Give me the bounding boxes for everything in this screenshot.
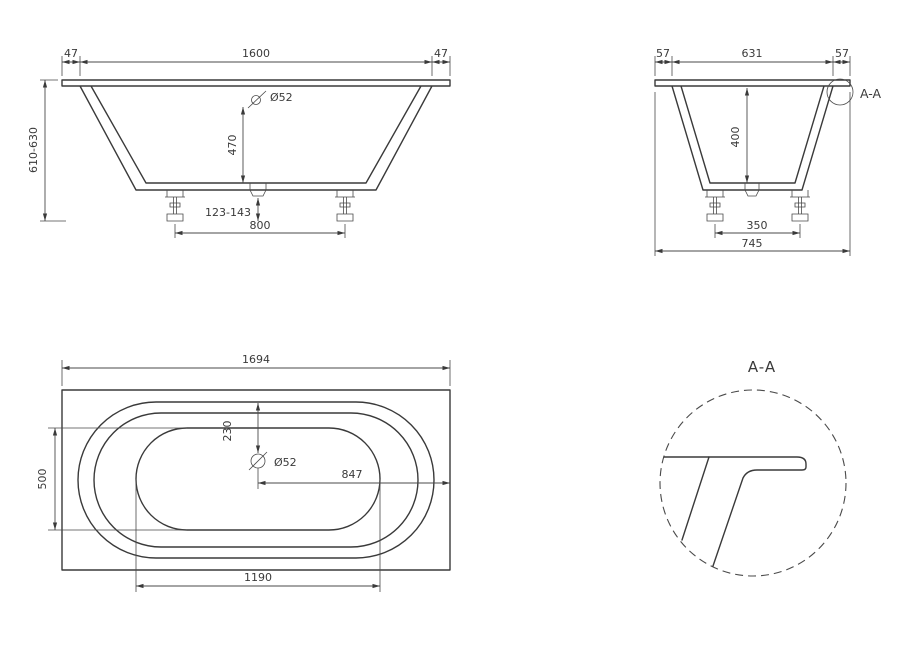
- foot-shape: [165, 190, 185, 222]
- depth-dim-label: 400: [729, 127, 742, 148]
- feet-spacing-dim-label: 800: [250, 219, 271, 232]
- drain-diameter-label: Ø52: [270, 91, 293, 104]
- depth-dim-label: 470: [226, 135, 239, 156]
- side-elevation-view: 47 1600 47 610-630 470 Ø52 123-143 800: [27, 47, 451, 238]
- tub-outer-rectangle: [61, 389, 451, 571]
- adjustable-foot: [790, 190, 810, 222]
- section-marker-label: A-A: [860, 86, 882, 101]
- detail-boundary-circle: [659, 389, 847, 577]
- drain-to-edge-dim-label: 847: [342, 468, 363, 481]
- foot-shape: [790, 190, 810, 222]
- drain-diameter-label: Ø52: [274, 456, 297, 469]
- feet-spacing-dim-label: 350: [747, 219, 768, 232]
- overall-height-dim-label: 610-630: [27, 127, 40, 173]
- tub-side-outline: [61, 79, 451, 191]
- plan-view: 1694 230 Ø52 847 500 1190: [36, 353, 451, 592]
- rim-right-dim-label: 57: [835, 47, 849, 60]
- adjustable-foot: [705, 190, 725, 222]
- adjustable-foot: [165, 190, 185, 222]
- overflow-leader-line: [247, 90, 267, 109]
- drain-slash-line: [248, 451, 268, 471]
- rim-profile-wall-line: [681, 456, 710, 541]
- drain-offset-dim-label: 230: [221, 421, 234, 442]
- adjustable-foot: [335, 190, 355, 222]
- section-detail-circle: [826, 78, 854, 106]
- rim-right-dim-label: 47: [434, 47, 448, 60]
- rim-inner-oval: [93, 412, 419, 548]
- inner-width-dim-label: 631: [742, 47, 763, 60]
- section-detail-view: A-A: [659, 358, 847, 577]
- tub-end-outline: [654, 79, 851, 191]
- basin-width-dim-label: 500: [36, 469, 49, 490]
- section-detail-title: A-A: [748, 358, 776, 376]
- rim-profile-outline: [663, 456, 807, 567]
- drain-notch: [249, 183, 267, 197]
- overall-length-dim-label: 1694: [242, 353, 270, 366]
- extension-lines: [48, 360, 451, 592]
- end-elevation-view: 57 631 57 A-A 400 350 745: [654, 47, 882, 256]
- basin-length-dim-label: 1190: [244, 571, 272, 584]
- rim-outer-oval: [77, 401, 435, 559]
- overall-width-dim-label: 745: [742, 237, 763, 250]
- drain-notch: [744, 183, 760, 197]
- foot-height-dim-label: 123-143: [205, 206, 251, 219]
- rim-left-dim-label: 47: [64, 47, 78, 60]
- overflow-hole-symbol: [251, 95, 261, 105]
- inner-length-dim-label: 1600: [242, 47, 270, 60]
- foot-shape: [705, 190, 725, 222]
- foot-shape: [335, 190, 355, 222]
- rim-left-dim-label: 57: [656, 47, 670, 60]
